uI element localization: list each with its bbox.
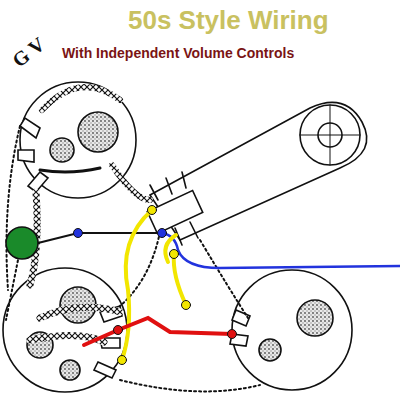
solder-dot — [74, 206, 237, 365]
pickup-wire — [122, 210, 186, 360]
shielded-wire — [30, 87, 150, 342]
toggle-switch — [147, 102, 366, 245]
capacitor-wire — [84, 318, 232, 345]
volume-pot — [3, 268, 127, 392]
diagram-subtitle: With Independent Volume Controls — [62, 46, 294, 61]
watermark: G V — [8, 33, 49, 72]
output-wire — [162, 233, 400, 268]
volume-pot — [18, 82, 136, 198]
diagram-title: 50s Style Wiring — [128, 6, 329, 35]
hot-wire — [38, 233, 160, 243]
volume-pot — [230, 270, 352, 390]
ground-wire — [6, 126, 260, 391]
output-jack — [6, 227, 38, 259]
